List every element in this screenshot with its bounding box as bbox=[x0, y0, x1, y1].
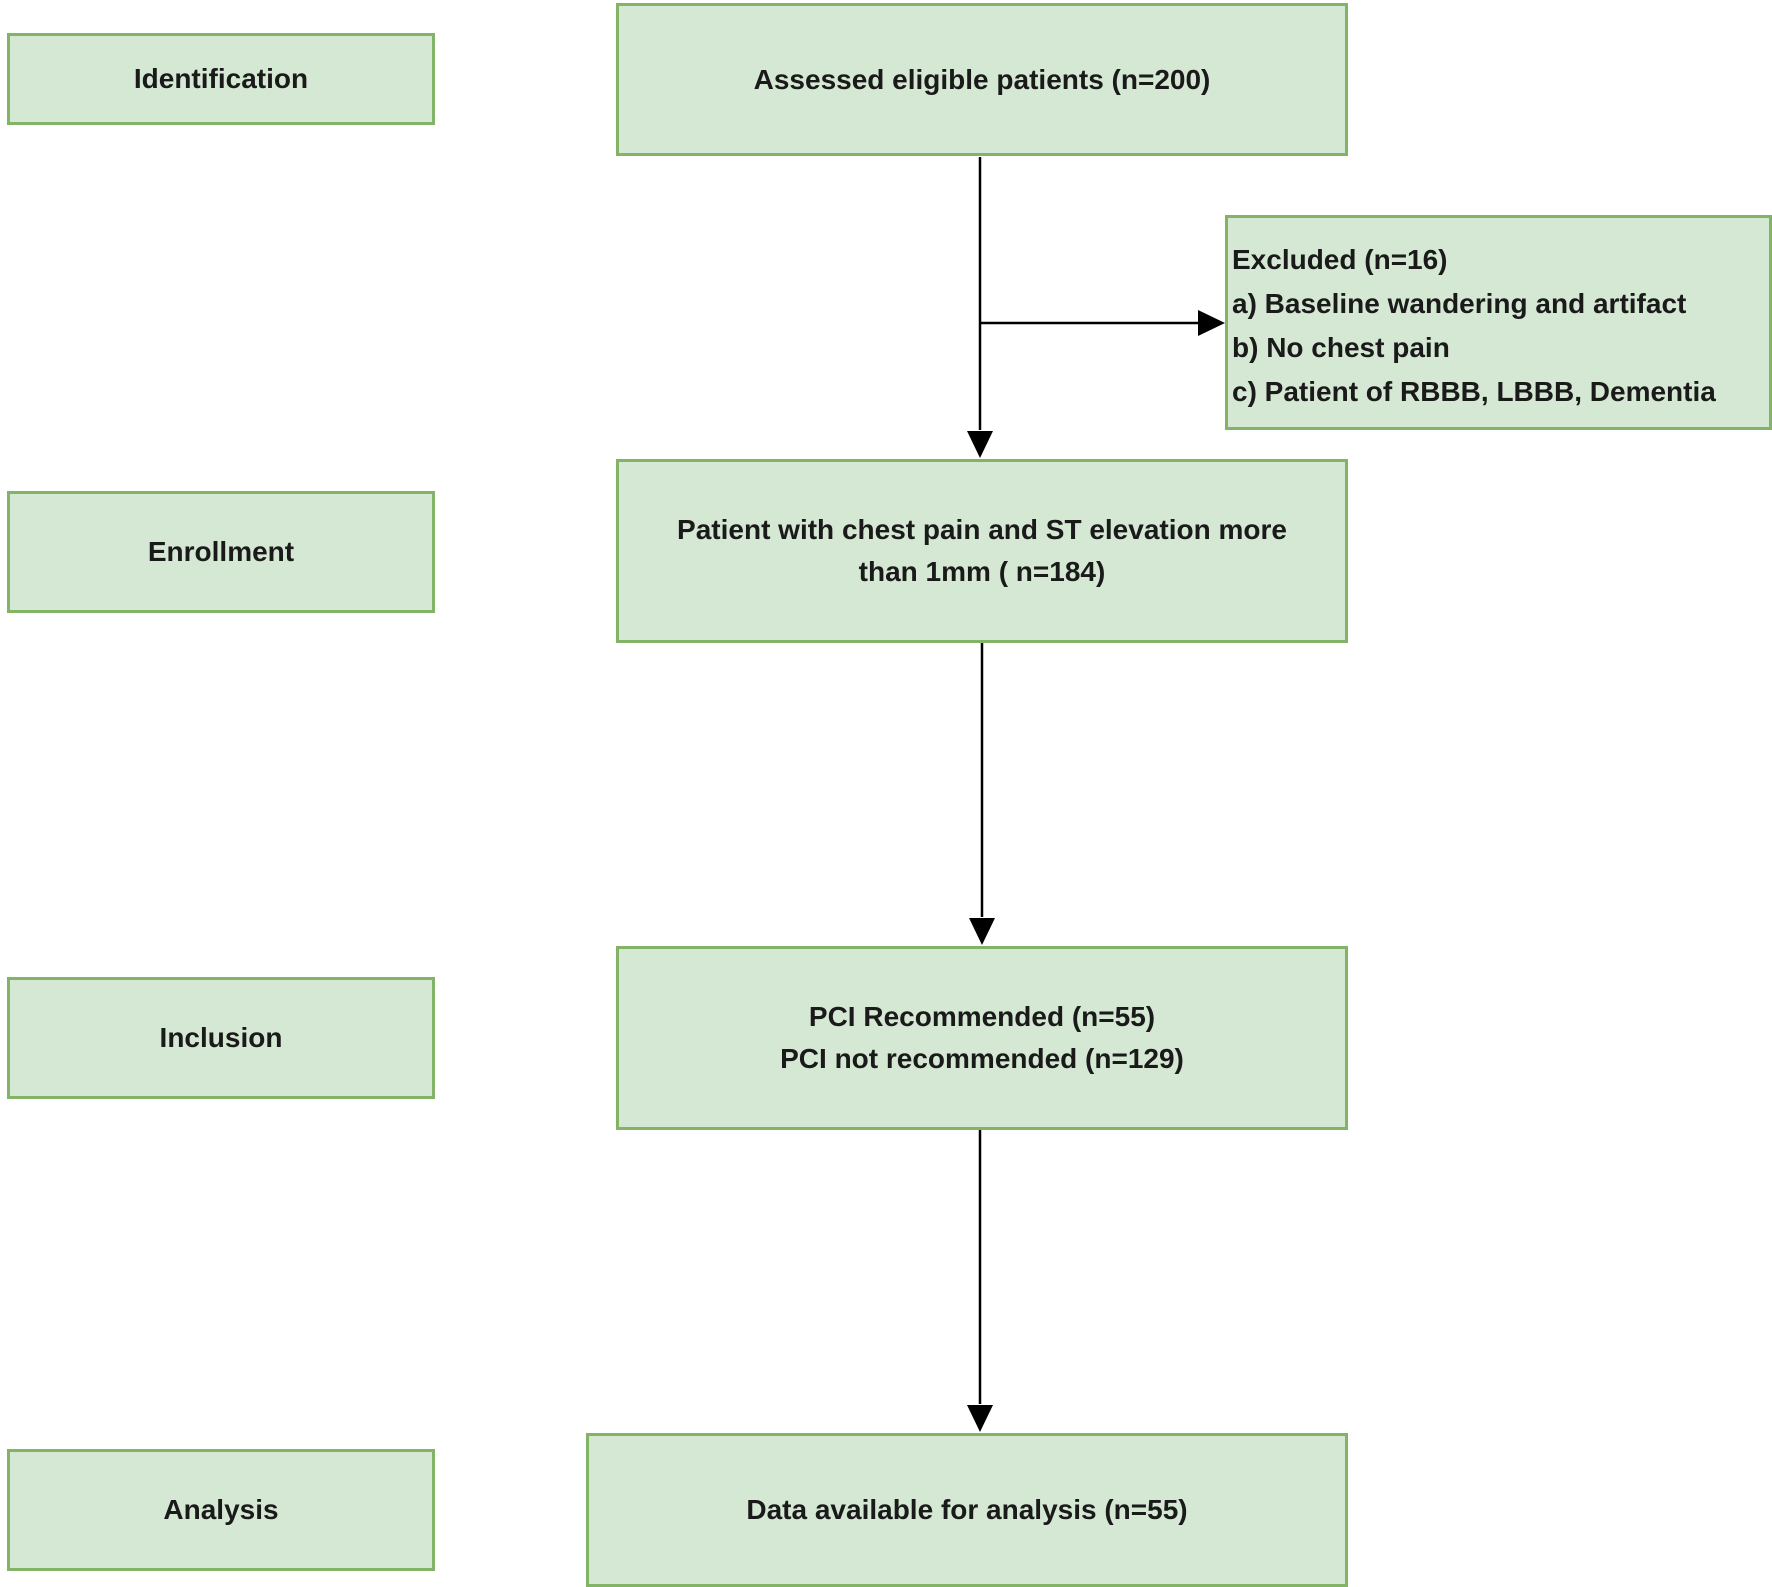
stage-identification-label: Identification bbox=[133, 63, 309, 94]
box-enrolled: Patient with chest pain and ST elevation… bbox=[616, 459, 1348, 643]
stage-analysis: Analysis bbox=[7, 1449, 435, 1571]
excluded-item: a) Baseline wandering and artifact bbox=[1232, 288, 1687, 319]
stage-inclusion: Inclusion bbox=[7, 977, 435, 1099]
arrowhead-analysis bbox=[967, 1405, 993, 1432]
stage-identification: Identification bbox=[7, 33, 435, 125]
box-enrolled-line1: Patient with chest pain and ST elevation… bbox=[677, 514, 1287, 545]
stage-analysis-label: Analysis bbox=[163, 1494, 279, 1525]
arrowhead-enrolled bbox=[967, 431, 993, 458]
stage-enrollment-label: Enrollment bbox=[147, 536, 295, 567]
excluded-title: Excluded (n=16) bbox=[1232, 244, 1448, 275]
box-enrolled-line2: than 1mm ( n=184) bbox=[858, 556, 1106, 587]
box-inclusion: PCI Recommended (n=55) PCI not recommend… bbox=[616, 946, 1348, 1130]
box-analysis: Data available for analysis (n=55) bbox=[586, 1433, 1348, 1587]
box-inclusion-line1: PCI Recommended (n=55) bbox=[808, 1001, 1156, 1032]
box-analysis-text: Data available for analysis (n=55) bbox=[746, 1494, 1188, 1525]
excluded-item: c) Patient of RBBB, LBBB, Dementia bbox=[1232, 376, 1716, 407]
box-inclusion-line2: PCI not recommended (n=129) bbox=[780, 1043, 1184, 1074]
stage-inclusion-label: Inclusion bbox=[159, 1022, 283, 1053]
stage-enrollment: Enrollment bbox=[7, 491, 435, 613]
arrowhead-inclusion bbox=[969, 918, 995, 945]
box-assessed: Assessed eligible patients (n=200) bbox=[616, 3, 1348, 156]
box-assessed-text: Assessed eligible patients (n=200) bbox=[753, 63, 1211, 95]
arrowhead-excluded bbox=[1198, 310, 1225, 336]
box-excluded: Excluded (n=16) a) Baseline wandering an… bbox=[1225, 215, 1772, 430]
excluded-item: b) No chest pain bbox=[1232, 332, 1450, 363]
